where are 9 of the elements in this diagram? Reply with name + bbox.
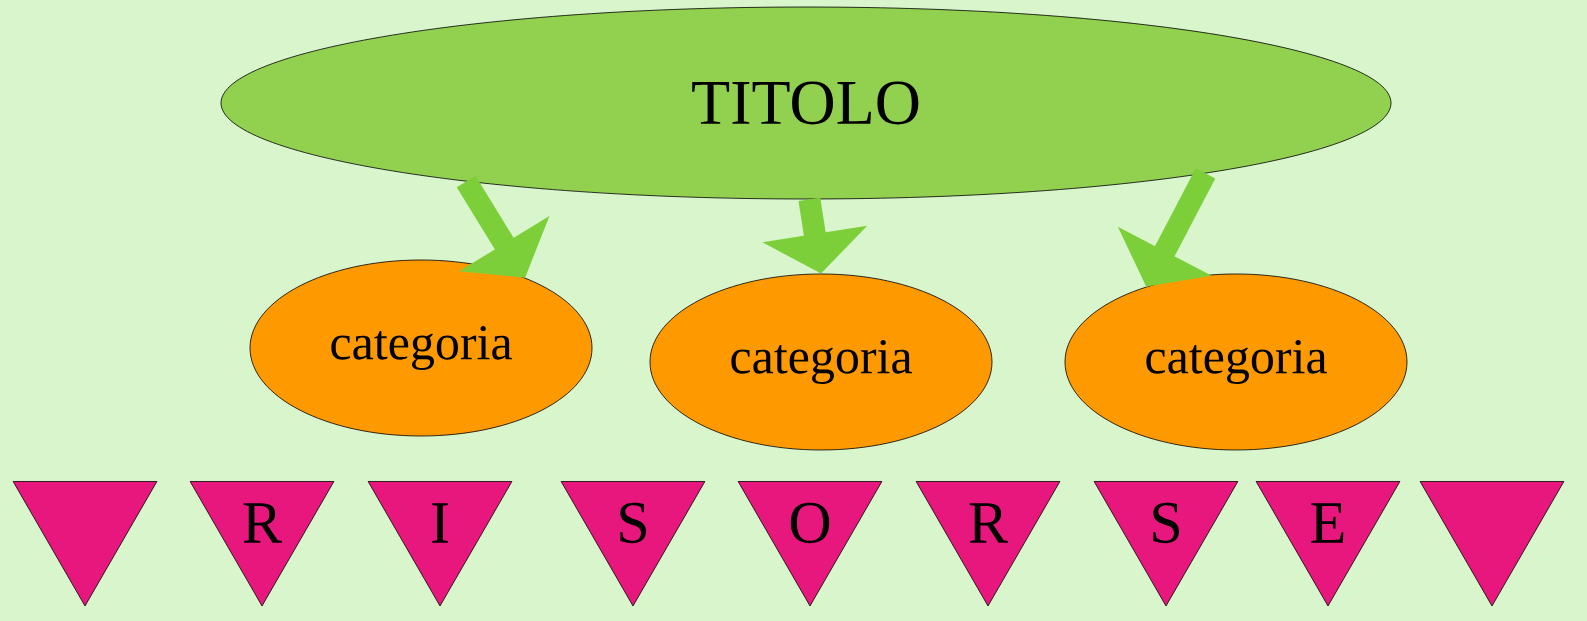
triangle: E [1255,481,1401,607]
triangle: S [560,481,706,607]
triangle [12,481,158,607]
triangle: S [1093,481,1239,607]
triangle: O [737,481,883,607]
triangle: R [915,481,1061,607]
triangle: R [189,481,335,607]
triangle [1419,481,1565,607]
triangle: I [367,481,513,607]
